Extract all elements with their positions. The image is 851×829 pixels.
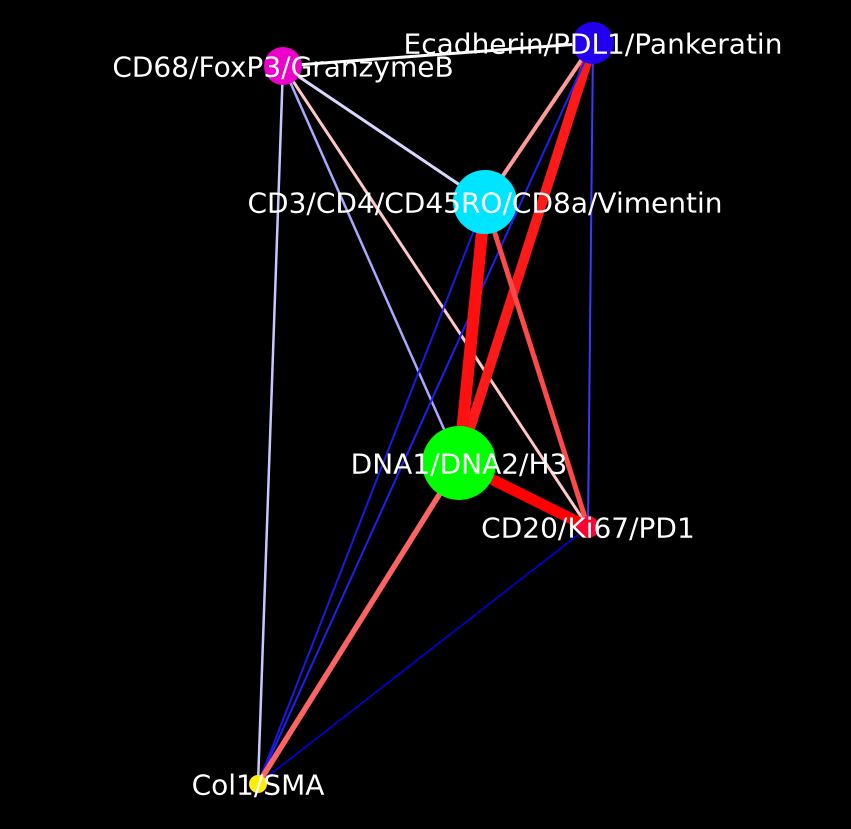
node-cd20 (577, 516, 599, 538)
edges-layer (255, 41, 598, 786)
node-label-ecad: Ecadherin/PDL1/Pankeratin (404, 28, 783, 61)
edge-ecad-cd3 (483, 41, 595, 204)
edge-cd3-cd20 (482, 201, 591, 528)
edge-ecad-dna (454, 41, 598, 465)
node-label-cd20: CD20/Ki67/PD1 (481, 512, 695, 545)
node-col1 (249, 775, 267, 793)
node-ecad (572, 22, 614, 64)
node-cd3 (453, 170, 517, 234)
nodes-layer (249, 22, 614, 793)
edge-ecad-cd20 (587, 42, 594, 528)
edge-cd20-col1 (257, 526, 589, 785)
edge-ecad-col1 (257, 42, 594, 785)
edge-cd68-col1 (256, 65, 285, 785)
edge-cd3-dna (453, 201, 491, 464)
edge-cd3-col1 (257, 201, 486, 785)
labels-layer: Ecadherin/PDL1/PankeratinCD68/FoxP3/Gran… (112, 28, 782, 802)
edge-cd68-ecad (282, 41, 594, 68)
node-label-cd68: CD68/FoxP3/GranzymeB (112, 51, 453, 84)
edge-cd68-cd3 (282, 64, 486, 204)
edge-dna-col1 (255, 461, 462, 786)
node-cd68 (264, 47, 302, 85)
node-label-cd3: CD3/CD4/CD45RO/CD8a/Vimentin (248, 187, 723, 220)
node-label-dna: DNA1/DNA2/H3 (351, 448, 568, 481)
edge-cd68-dna (281, 65, 461, 464)
edge-cd68-cd20 (281, 65, 590, 528)
node-label-col1: Col1/SMA (192, 769, 325, 802)
node-dna (422, 426, 496, 500)
